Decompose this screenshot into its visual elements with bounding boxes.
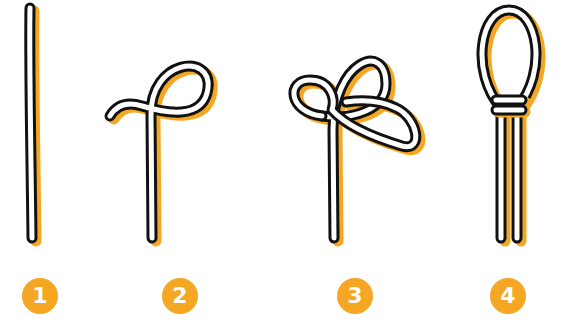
- step-number: 2: [172, 285, 187, 307]
- rope-step-4: [482, 10, 540, 241]
- rope-step-1: [30, 8, 36, 241]
- step-number: 1: [32, 285, 47, 307]
- step-circle: 4: [490, 278, 526, 314]
- step-circle: 3: [337, 278, 373, 314]
- step-circle: 2: [162, 278, 198, 314]
- rope-step-3: [294, 61, 420, 241]
- rope-step-2: [110, 66, 212, 241]
- step-number: 3: [347, 285, 362, 307]
- step-circle: 1: [22, 278, 58, 314]
- step-number: 4: [500, 285, 515, 307]
